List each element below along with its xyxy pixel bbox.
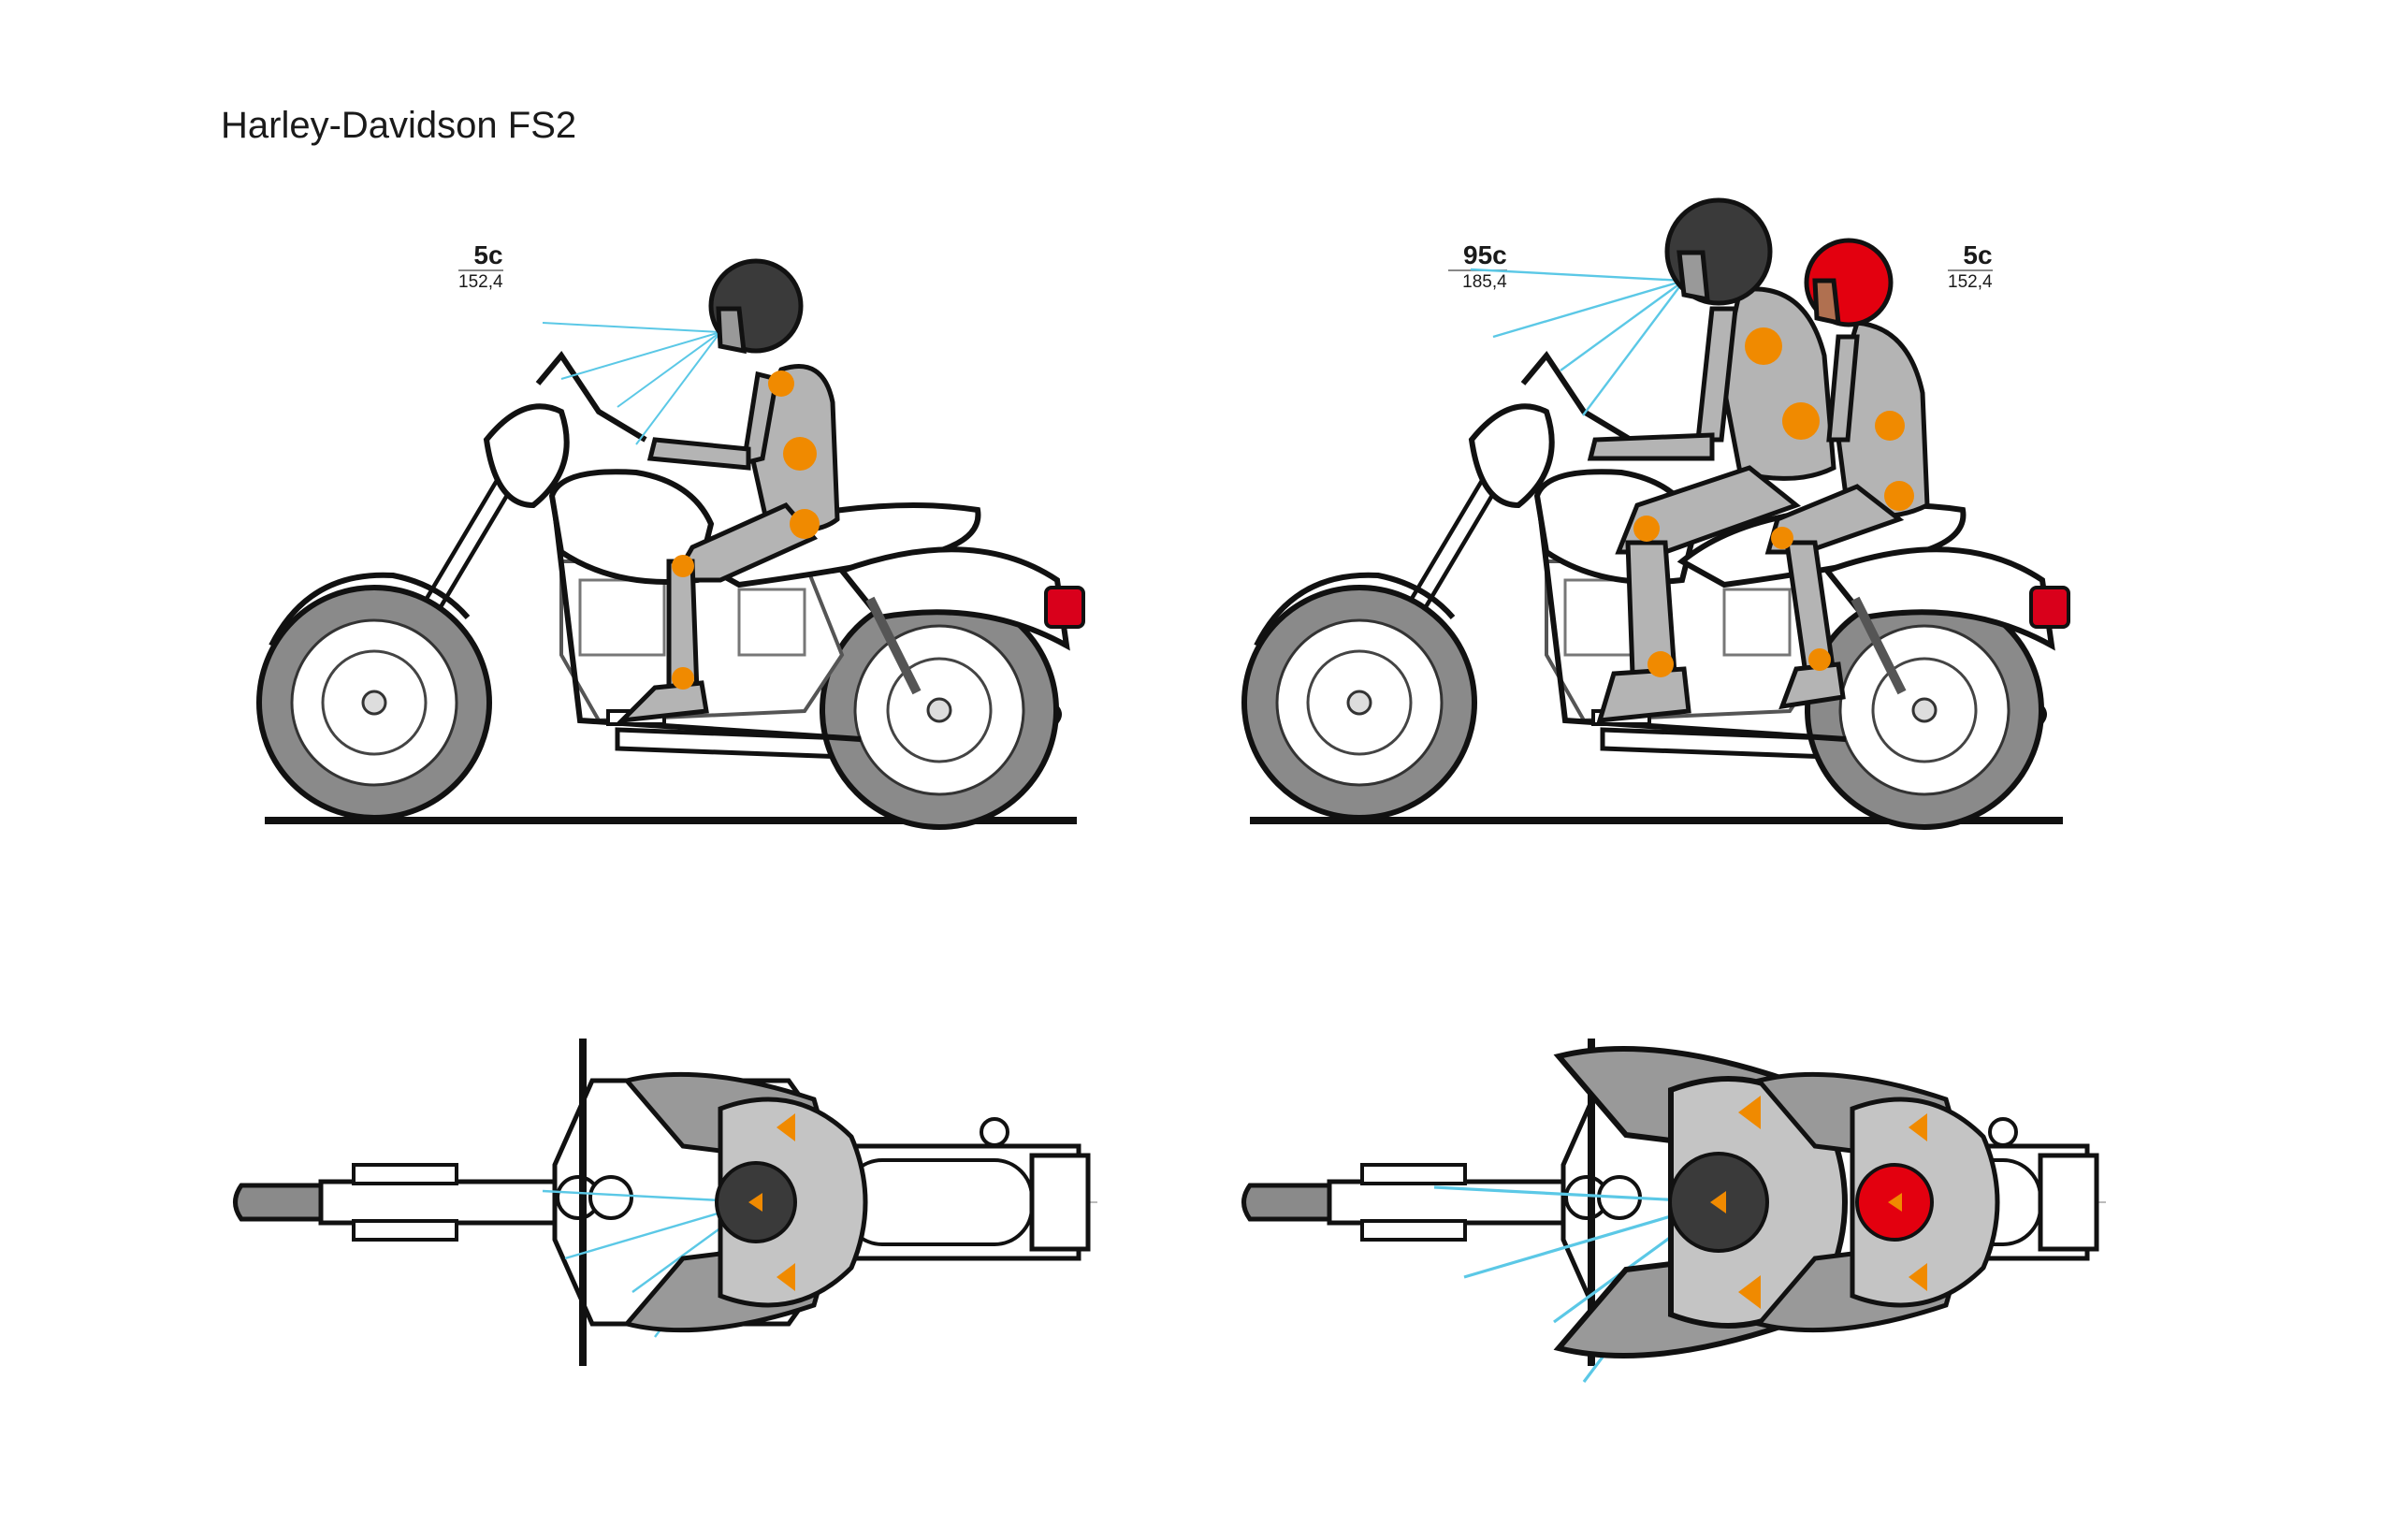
page-title: Harley-Davidson FS2 xyxy=(221,105,577,146)
sight-lines xyxy=(543,323,720,444)
rider-5c-side xyxy=(543,258,840,724)
rider-height: 185,4 xyxy=(1462,272,1507,292)
rider-code: 5c xyxy=(1948,241,1993,271)
rider-height: 152,4 xyxy=(458,272,503,292)
rider-label-passenger: 5c 152,4 xyxy=(1948,241,1993,294)
rider-5c-passenger-side xyxy=(1764,238,1930,710)
ground-line xyxy=(1250,817,2063,824)
rider-label-solo: 5c 152,4 xyxy=(458,241,503,294)
rider-height: 152,4 xyxy=(1948,272,1993,292)
rider-label-driver: 95c 185,4 xyxy=(1448,241,1507,294)
rider-5c-top xyxy=(541,1074,865,1339)
rider-95c-top xyxy=(1432,1049,1845,1384)
rider-95c-side xyxy=(1471,197,1836,723)
sight-lines xyxy=(1471,269,1684,415)
ground-line xyxy=(265,817,1077,824)
rider-5c-passenger-top xyxy=(1759,1074,1997,1329)
rider-code: 5c xyxy=(458,241,503,271)
rider-code: 95c xyxy=(1448,241,1507,271)
